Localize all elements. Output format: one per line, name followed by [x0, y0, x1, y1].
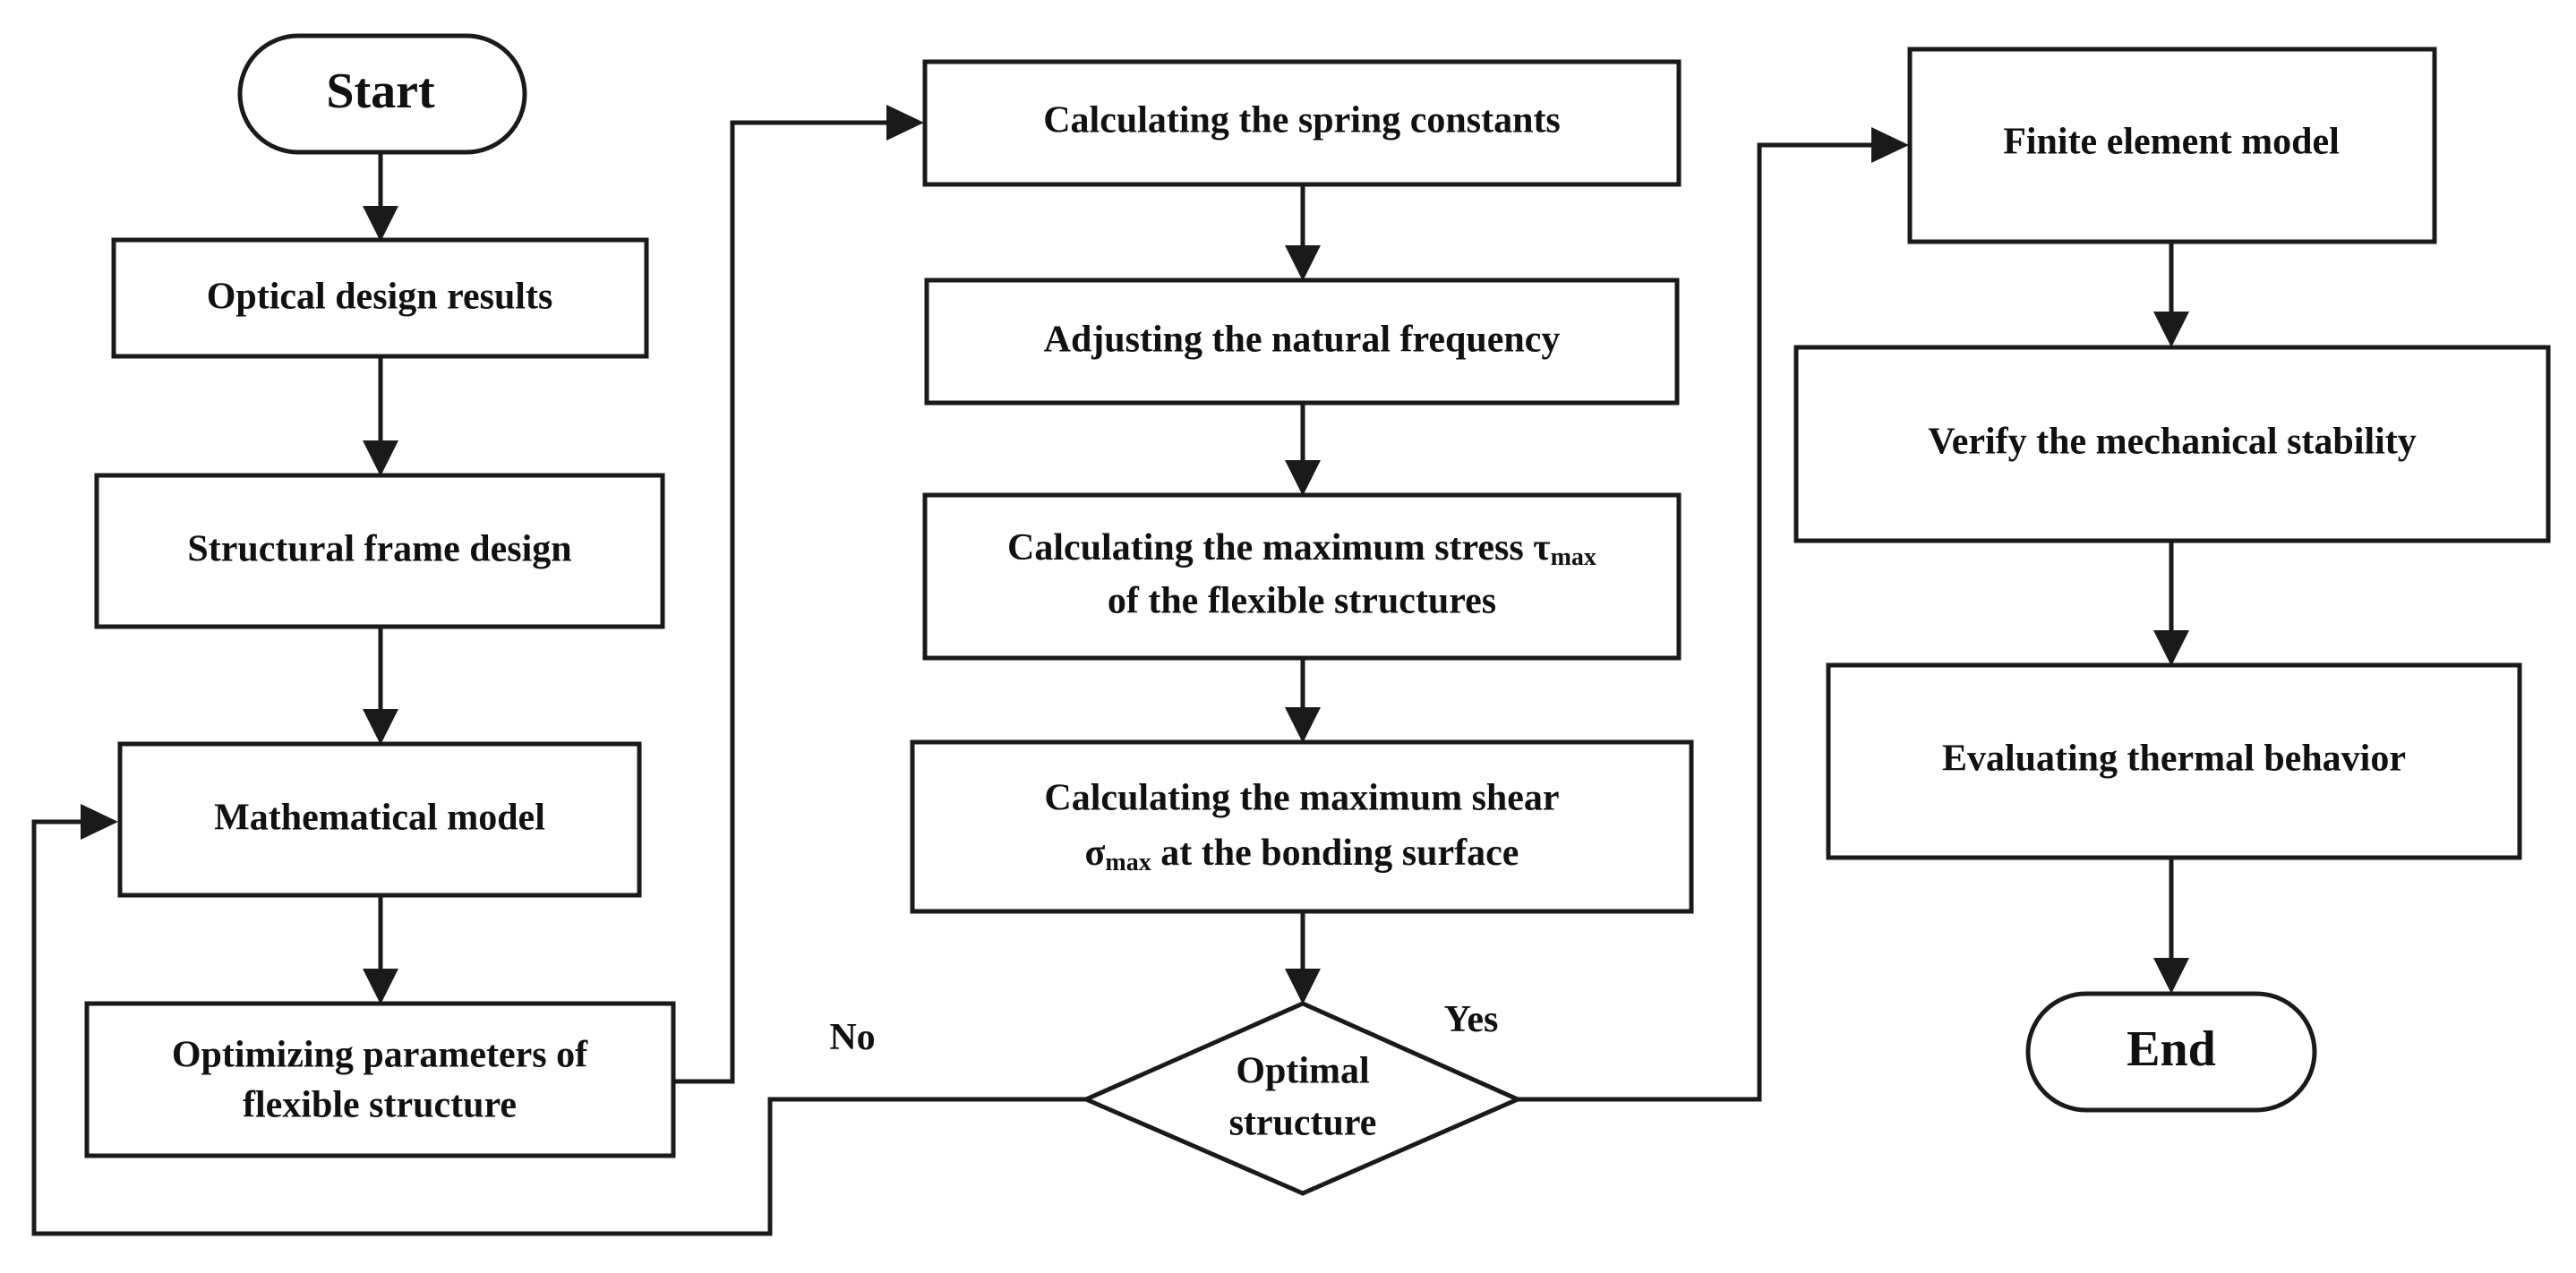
node-optimal-label-1: Optimal	[1236, 1051, 1369, 1092]
node-structural-frame-label: Structural frame design	[187, 529, 571, 570]
arrowhead-icon	[363, 709, 398, 745]
node-optical-design-label: Optical design results	[207, 277, 553, 318]
edge-optimal-yes-to-finite	[1518, 142, 1873, 1102]
arrowhead-icon	[1285, 245, 1321, 281]
edge-optimal-no-to-math	[31, 819, 1086, 1236]
node-optimal-structure: Optimal structure	[1080, 1001, 1524, 1196]
node-optimizing-label-1: Optimizing parameters of	[172, 1035, 588, 1076]
node-thermal-behavior: Evaluating thermal behavior	[1826, 662, 2522, 860]
node-max-shear: Calculating the maximum shear σmax at th…	[910, 739, 1694, 914]
node-finite-element: Finite element model	[1907, 47, 2437, 244]
node-max-stress-label-1: Calculating the maximum stress τmax	[1007, 527, 1596, 572]
node-spring-constants: Calculating the spring constants	[922, 59, 1682, 187]
node-optimal-label-2: structure	[1229, 1103, 1377, 1144]
arrowhead-icon	[81, 804, 118, 840]
arrowhead-icon	[2153, 312, 2189, 347]
edge-label-yes: Yes	[1444, 999, 1499, 1040]
edge-label-no: No	[829, 1017, 875, 1058]
node-natural-frequency-label: Adjusting the natural frequency	[1044, 320, 1561, 361]
arrowhead-icon	[363, 440, 398, 476]
arrowhead-icon	[1285, 969, 1321, 1004]
node-spring-constants-label: Calculating the spring constants	[1043, 100, 1561, 141]
arrowhead-icon	[1871, 127, 1909, 163]
node-end: End	[2025, 991, 2317, 1113]
node-optimizing-label-2: flexible structure	[243, 1085, 517, 1126]
node-optical-design: Optical design results	[111, 237, 649, 359]
arrowhead-icon	[2153, 630, 2189, 666]
node-end-label: End	[2127, 1021, 2216, 1077]
arrowhead-icon	[2153, 958, 2189, 994]
node-max-shear-label-2: σmax at the bonding surface	[1085, 833, 1519, 877]
arrowhead-icon	[363, 206, 398, 242]
node-max-stress: Calculating the maximum stress τmax of t…	[922, 492, 1682, 661]
node-finite-element-label: Finite element model	[2003, 122, 2340, 163]
arrowhead-icon	[1285, 460, 1321, 496]
node-start-label: Start	[326, 64, 435, 119]
node-max-stress-label-2: of the flexible structures	[1108, 581, 1496, 622]
edges	[31, 105, 2189, 1236]
node-math-model: Mathematical model	[117, 741, 642, 898]
arrowhead-icon	[363, 969, 398, 1004]
node-mech-stability-label: Verify the mechanical stability	[1928, 422, 2417, 463]
node-mech-stability: Verify the mechanical stability	[1793, 345, 2551, 543]
edge-optimizing-to-spring	[673, 120, 888, 1084]
arrowhead-icon	[1285, 707, 1321, 743]
arrowhead-icon	[886, 105, 924, 141]
node-start: Start	[237, 33, 527, 155]
node-max-shear-label-1: Calculating the maximum shear	[1044, 778, 1559, 819]
node-natural-frequency: Adjusting the natural frequency	[924, 278, 1680, 406]
node-optimizing-params: Optimizing parameters of flexible struct…	[84, 1001, 676, 1158]
node-math-model-label: Mathematical model	[214, 798, 545, 839]
node-thermal-label: Evaluating thermal behavior	[1942, 739, 2406, 780]
node-structural-frame: Structural frame design	[94, 473, 665, 629]
